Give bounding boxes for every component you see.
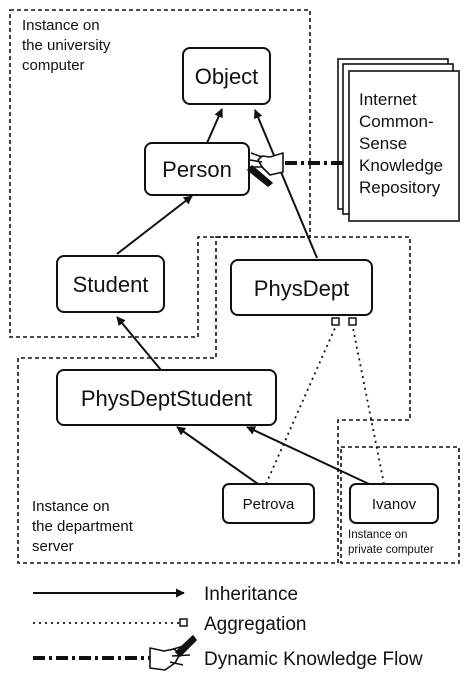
legend-hand-pen-icon bbox=[149, 635, 197, 671]
node-physdeptstudent-label: PhysDeptStudent bbox=[81, 386, 252, 411]
node-physdept-label: PhysDept bbox=[254, 276, 349, 301]
legend: Inheritance Aggregation Dynamic Knowledg… bbox=[33, 584, 423, 671]
university-region-border bbox=[9, 9, 311, 338]
private-region-label: Instance on private computer bbox=[348, 529, 434, 556]
aggregation-lines bbox=[265, 327, 385, 485]
university-region-label: Instance on the university computer bbox=[22, 17, 115, 74]
legend-aggregation-label: Aggregation bbox=[204, 614, 306, 635]
aggregation-end-2 bbox=[348, 317, 357, 326]
knowledge-repository: Internet Common- Sense Knowledge Reposit… bbox=[337, 58, 460, 222]
legend-inheritance-label: Inheritance bbox=[204, 584, 298, 605]
node-physdeptstudent[interactable]: PhysDeptStudent bbox=[56, 369, 277, 426]
node-student[interactable]: Student bbox=[56, 255, 165, 313]
legend-aggregation-end bbox=[179, 618, 188, 627]
node-object[interactable]: Object bbox=[182, 47, 271, 105]
arrow-petrova-pds bbox=[176, 426, 259, 485]
arrow-pds-student bbox=[116, 316, 162, 371]
aggregation-petrova-physdept bbox=[265, 327, 336, 485]
hand-pen-icon bbox=[247, 152, 284, 187]
inheritance-arrows bbox=[116, 108, 370, 485]
arrow-physdept-object bbox=[253, 109, 318, 259]
node-object-label: Object bbox=[195, 64, 259, 89]
node-person-label: Person bbox=[162, 157, 232, 182]
arrow-ivanov-pds bbox=[246, 426, 370, 485]
repository-label: Internet Common- Sense Knowledge Reposit… bbox=[359, 90, 448, 197]
aggregation-end-1 bbox=[331, 317, 340, 326]
node-petrova[interactable]: Petrova bbox=[222, 483, 315, 524]
node-student-label: Student bbox=[73, 272, 149, 297]
aggregation-ivanov-physdept bbox=[352, 327, 385, 485]
node-ivanov-label: Ivanov bbox=[372, 496, 417, 513]
arrow-student-person bbox=[116, 195, 193, 255]
private-region-border bbox=[340, 446, 460, 564]
node-ivanov[interactable]: Ivanov bbox=[349, 483, 439, 524]
arrow-person-object bbox=[206, 108, 223, 144]
node-petrova-label: Petrova bbox=[243, 496, 295, 513]
department-region-label: Instance on the department server bbox=[32, 498, 137, 555]
legend-flow-label: Dynamic Knowledge Flow bbox=[204, 649, 423, 670]
node-physdept[interactable]: PhysDept bbox=[230, 259, 373, 316]
node-person[interactable]: Person bbox=[144, 142, 250, 196]
